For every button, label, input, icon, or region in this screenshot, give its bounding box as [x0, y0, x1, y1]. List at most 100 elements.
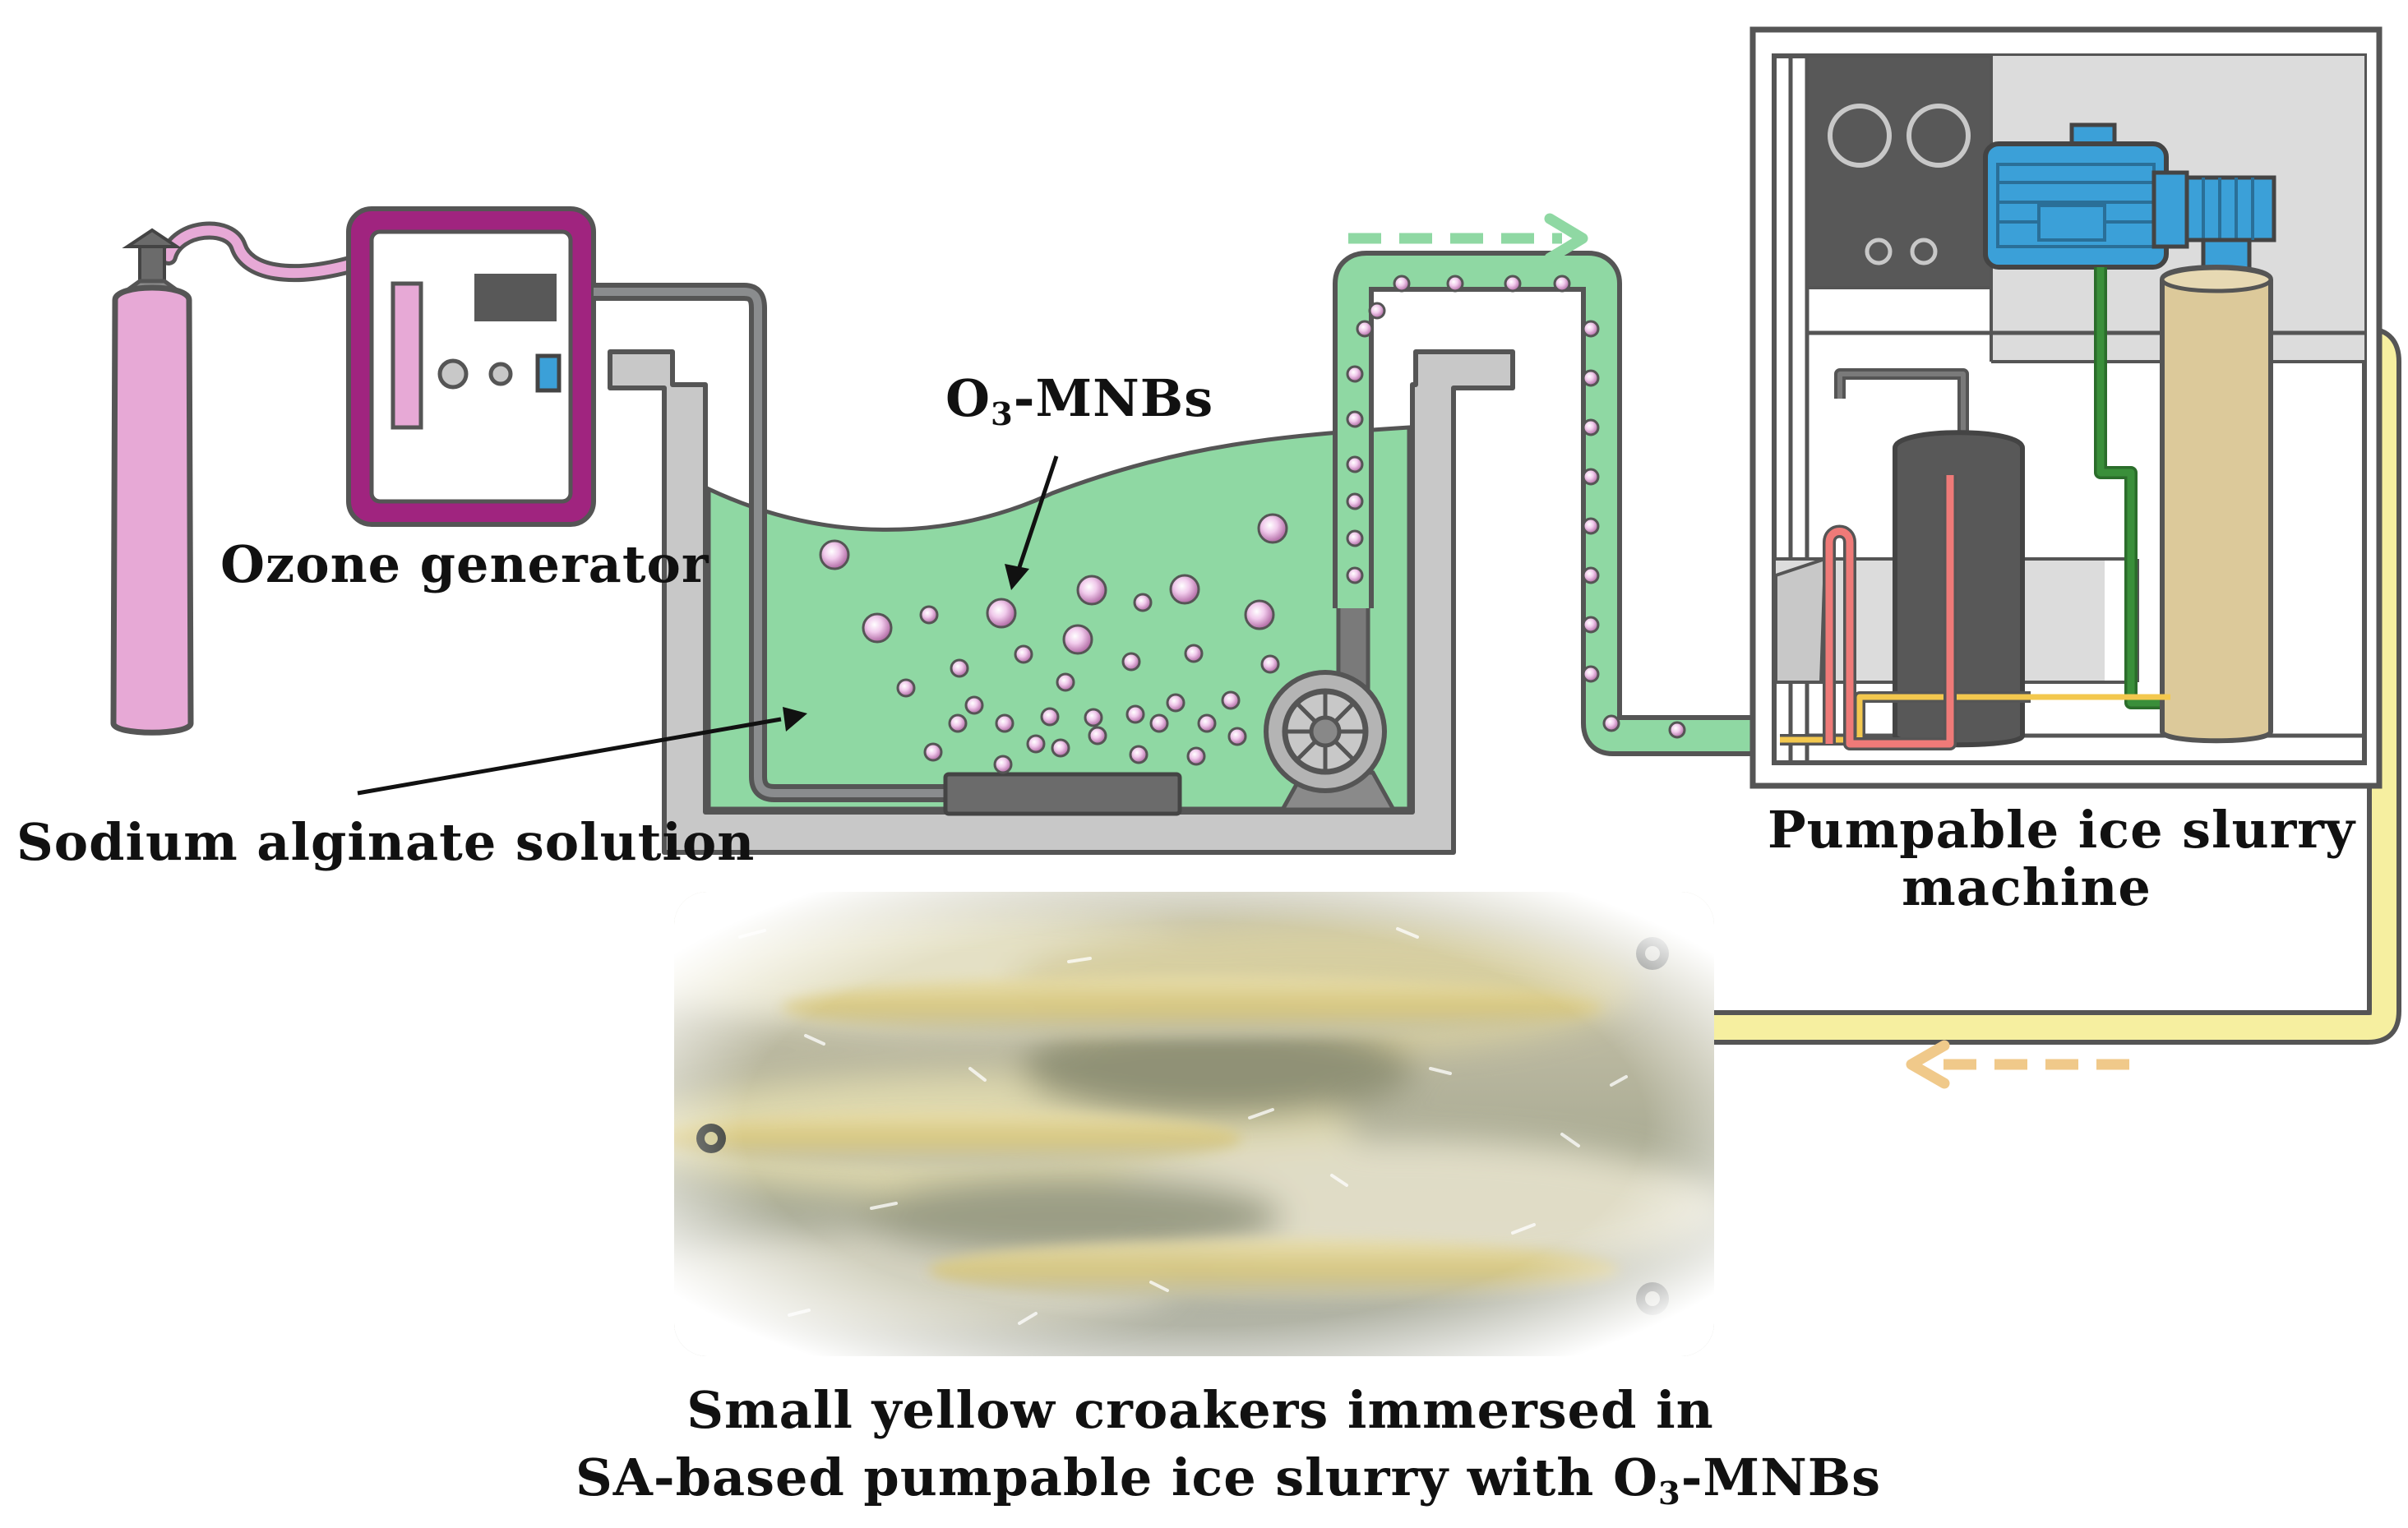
machine-label: Pumpable ice slurry machine	[1768, 800, 2355, 917]
pipe-bubble-icon	[1582, 566, 1600, 584]
pipe-bubble-icon	[1346, 566, 1364, 584]
pipe-bubble-icon	[1582, 418, 1600, 436]
button-icon	[1910, 238, 1938, 265]
pipe-bubble-icon	[1346, 529, 1364, 547]
small-bubble-icon	[1221, 690, 1241, 710]
ozone-generator-label: Ozone generator	[220, 534, 709, 594]
pipe-bubble-icon	[1582, 369, 1600, 387]
ice-slurry-machine	[1749, 26, 2383, 789]
pipe-bubble-icon	[1393, 275, 1411, 293]
photo-caption-line1: Small yellow croakers immersed in	[686, 1380, 1714, 1440]
pipe-bubble-icon	[1553, 275, 1571, 293]
small-bubble-icon	[1129, 745, 1149, 764]
small-bubble-icon	[1186, 746, 1206, 766]
small-bubble-icon	[1040, 707, 1060, 727]
o3-mnbs-label-subscript: 3	[991, 395, 1014, 433]
o3-mnbs-pointer-arrow	[1005, 455, 1059, 590]
small-bubble-icon	[950, 658, 969, 678]
photo-caption: Small yellow croakers immersed in SA-bas…	[575, 1377, 1880, 1528]
photo-caption-line2-tail: -MNBs	[1680, 1447, 1882, 1507]
pipe-bubble-icon	[1346, 365, 1364, 383]
diffuser-plate	[943, 772, 1182, 816]
pipe-bubble-icon	[1602, 714, 1620, 732]
dashed-left-arrow-icon	[1906, 1040, 1950, 1089]
small-bubble-icon	[1088, 726, 1107, 746]
pipe-bubble-icon	[1346, 492, 1364, 510]
sodium-alginate-label: Sodium alginate solution	[16, 812, 756, 872]
small-bubble-icon	[1260, 654, 1280, 674]
fish-photo	[674, 892, 1714, 1356]
solution-tank	[608, 349, 1515, 855]
button-icon	[1865, 238, 1893, 265]
small-bubble-icon	[1014, 644, 1033, 664]
large-bubble-icon	[1062, 624, 1093, 655]
pipe-bubble-icon	[1668, 721, 1686, 739]
large-bubble-icon	[819, 539, 850, 570]
pipe-bubble-icon	[1446, 275, 1464, 293]
generator-knob-icon	[488, 362, 513, 386]
machine-label-line2: machine	[1902, 857, 2151, 917]
pipe-bubble-icon	[1368, 302, 1386, 320]
ozone-bubbles	[819, 275, 1686, 774]
small-bubble-icon	[1051, 738, 1070, 758]
o3-mnbs-label: O3-MNBs	[945, 368, 1213, 433]
o3-mnbs-label-rest: -MNBs	[1013, 368, 1214, 428]
small-bubble-icon	[1084, 708, 1103, 727]
gauge-icon	[1907, 104, 1971, 168]
ozone-generator	[346, 206, 596, 527]
large-bubble-icon	[862, 612, 893, 644]
motor-unit	[1983, 122, 2276, 284]
pipe-bubble-icon	[1582, 616, 1600, 634]
generator-knob-icon	[437, 358, 469, 390]
generator-switch-icon	[535, 353, 562, 393]
large-bubble-icon	[986, 598, 1017, 629]
large-bubble-icon	[1244, 599, 1275, 630]
gauge-icon	[1828, 104, 1892, 168]
small-bubble-icon	[1166, 693, 1186, 713]
small-bubble-icon	[995, 713, 1015, 733]
solution-pointer-arrow	[357, 707, 807, 796]
small-bubble-icon	[1184, 644, 1204, 663]
freezing-tube	[2160, 265, 2273, 744]
small-bubble-icon	[1026, 734, 1046, 754]
large-bubble-icon	[1076, 575, 1107, 606]
circulation-pump	[1264, 602, 1398, 812]
small-bubble-icon	[1056, 672, 1075, 692]
small-bubble-icon	[948, 713, 968, 733]
flow-arrow-return	[1906, 1040, 2129, 1089]
small-bubble-icon	[896, 678, 916, 698]
slurry-feed-pipe	[1333, 251, 1759, 756]
photo-caption-subscript: 3	[1657, 1475, 1681, 1512]
flow-arrow-out	[1348, 213, 1588, 264]
ozone-gas-cylinder	[110, 221, 371, 736]
pipe-bubble-icon	[1504, 275, 1522, 293]
pipe-bubble-icon	[1582, 468, 1600, 486]
pipe-bubble-icon	[1582, 320, 1600, 338]
photo-caption-line2: SA-based pumpable ice slurry with O3-MNB…	[575, 1444, 1880, 1528]
pipe-bubble-icon	[1582, 665, 1600, 683]
small-bubble-icon	[1121, 652, 1141, 672]
dashed-right-arrow-icon	[1544, 213, 1588, 264]
small-bubble-icon	[993, 755, 1013, 774]
generator-display	[474, 274, 557, 321]
small-bubble-icon	[923, 742, 943, 762]
pipe-bubble-icon	[1356, 320, 1374, 338]
o3-mnbs-label-o: O	[945, 368, 991, 428]
small-bubble-icon	[1197, 713, 1217, 733]
small-bubble-icon	[1125, 704, 1145, 724]
pipe-bubble-icon	[1346, 455, 1364, 473]
small-bubble-icon	[1149, 713, 1169, 733]
small-bubble-icon	[1227, 727, 1247, 746]
pipe-bubble-icon	[1346, 410, 1364, 428]
generator-indicator-bar	[391, 281, 423, 430]
large-bubble-icon	[1257, 513, 1288, 544]
control-panel	[1805, 54, 1993, 289]
large-bubble-icon	[1169, 574, 1200, 605]
small-bubble-icon	[1133, 593, 1153, 612]
pipe-bubble-icon	[1582, 517, 1600, 535]
small-bubble-icon	[964, 695, 984, 715]
ozone-delivery-hose	[594, 283, 1182, 816]
photo-caption-line2-main: SA-based pumpable ice slurry with O	[575, 1447, 1658, 1507]
machine-label-line1: Pumpable ice slurry	[1768, 800, 2355, 860]
